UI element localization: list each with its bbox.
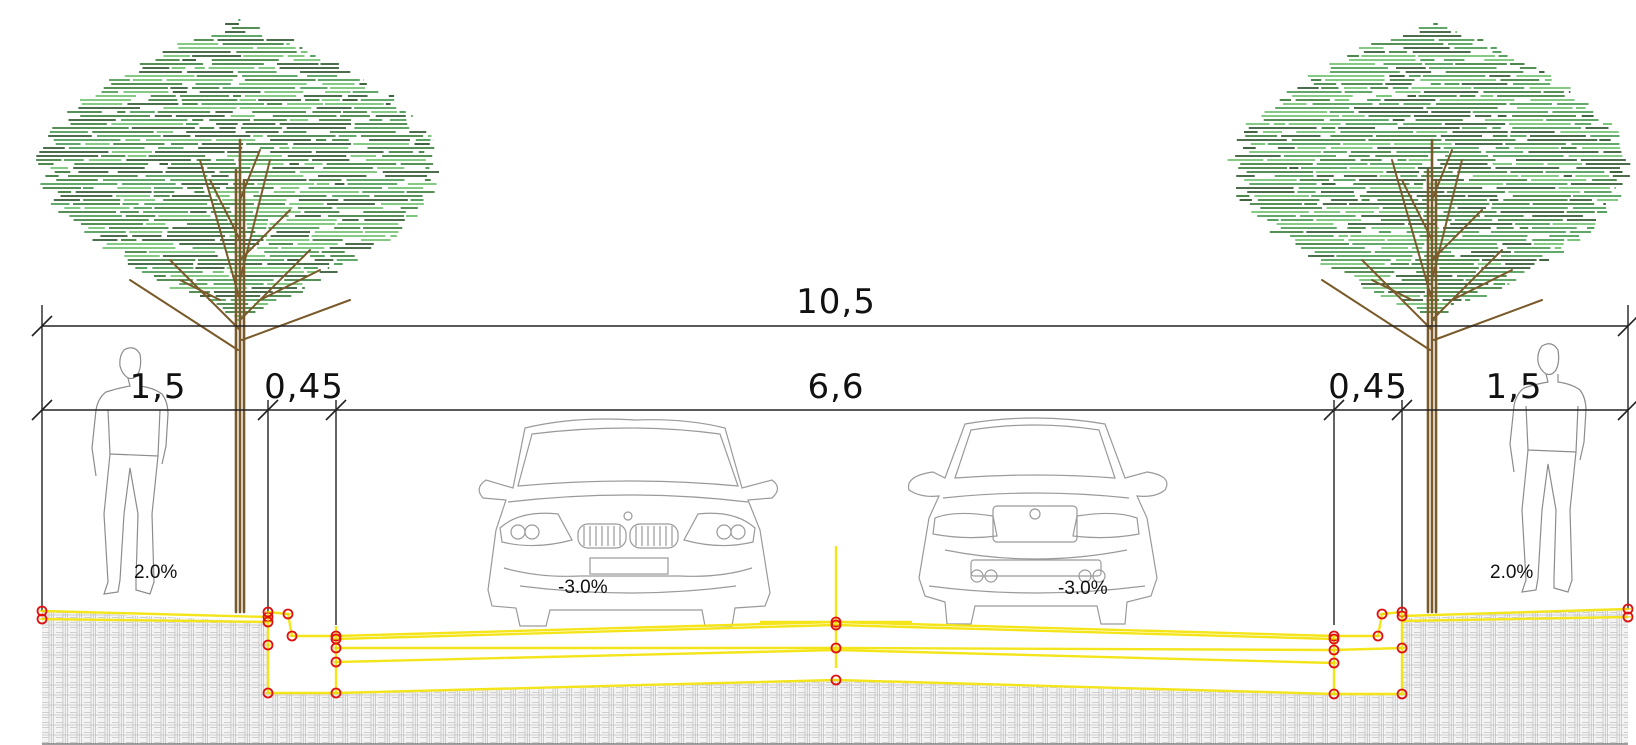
vertex-marker: [330, 656, 342, 668]
dimension-tick: [1323, 399, 1345, 421]
branch-stroke: [169, 259, 241, 331]
left-curb-width-label: 0,45: [264, 367, 344, 407]
branch-stroke: [1431, 209, 1483, 261]
right-sidewalk-slope-label: 2.0%: [1490, 562, 1533, 583]
dimension-tick: [325, 399, 347, 421]
vertex-marker: [1396, 610, 1408, 622]
ground-hatch: [42, 609, 1628, 744]
dimension-tick: [257, 399, 279, 421]
overall-width-label: 10,5: [796, 282, 876, 322]
branch-stroke: [1391, 159, 1433, 301]
car-rear-icon: [907, 417, 1168, 625]
vertex-marker: [1622, 611, 1634, 623]
branch-stroke: [199, 159, 241, 301]
vertex-marker: [1328, 657, 1340, 669]
vertex-marker: [286, 630, 298, 642]
right-curb-width-label: 0,45: [1328, 367, 1408, 407]
branch-stroke: [239, 149, 261, 201]
vertex-marker: [262, 606, 274, 618]
branch-stroke: [1361, 259, 1433, 331]
right-sidewalk-surface: [1401, 607, 1629, 618]
left-sidewalk-slope-label: 2.0%: [134, 562, 177, 583]
vertex-marker: [330, 630, 342, 642]
dimension-tick: [31, 315, 53, 337]
vertex-marker: [830, 642, 842, 654]
dimension-tick: [31, 399, 53, 421]
branch-stroke: [241, 299, 351, 341]
vertex-marker: [1396, 642, 1408, 654]
right-curb-outline: [1334, 610, 1403, 638]
vertex-marker: [262, 639, 274, 651]
left-lane-slope-label: -3.0%: [558, 577, 608, 598]
vertex-marker: [1372, 630, 1384, 642]
dimension-tick: [1617, 316, 1636, 337]
left-sidewalk-width-label: 1,5: [129, 367, 186, 407]
vertex-marker: [330, 642, 342, 654]
person-icon: [91, 347, 169, 595]
vertex-marker: [1328, 644, 1340, 656]
left-curb-body: [266, 612, 338, 695]
vertex-marker: [830, 616, 842, 628]
branch-stroke: [129, 279, 239, 351]
vertex-marker: [830, 674, 842, 686]
dimension-tick: [1391, 399, 1413, 421]
left-sidewalk-surface: [41, 609, 269, 619]
branch-stroke: [1431, 149, 1453, 201]
branch-stroke: [1433, 299, 1543, 341]
vertex-markers: [36, 603, 1634, 700]
branch-stroke: [1371, 279, 1413, 301]
branch-stroke: [239, 159, 271, 281]
dimension-lines: [31, 305, 1636, 625]
ground-layer: [42, 609, 1628, 745]
vertex-marker: [262, 687, 274, 699]
branch-stroke: [1451, 269, 1513, 301]
branch-stroke: [1321, 279, 1431, 351]
dimension-tick: [1617, 400, 1636, 421]
right-curb-step: [1333, 646, 1403, 652]
vertex-marker: [1396, 688, 1408, 700]
vertex-marker: [1328, 633, 1340, 645]
left-curb-outline: [267, 610, 338, 638]
branch-stroke: [1431, 159, 1463, 281]
car-front-icon: [478, 418, 779, 627]
left-sidewalk-base: [41, 617, 269, 624]
person-icon: [1509, 343, 1587, 593]
right-curb-body: [1332, 612, 1404, 696]
vertex-marker: [262, 616, 274, 628]
branch-stroke: [239, 209, 291, 261]
branch-stroke: [209, 179, 241, 241]
vertex-marker: [1622, 603, 1634, 615]
vertex-marker: [330, 687, 342, 699]
vertex-marker: [36, 613, 48, 625]
tree-icon: [36, 19, 439, 614]
vertex-marker: [36, 605, 48, 617]
branch-stroke: [179, 279, 221, 301]
vertex-marker: [282, 608, 294, 620]
branch-stroke: [239, 249, 311, 321]
branch-stroke: [1431, 249, 1503, 321]
tree-icon: [1227, 23, 1631, 614]
vertex-marker: [830, 619, 842, 631]
vertex-marker: [1328, 630, 1340, 642]
right-sidewalk-base: [1401, 615, 1629, 623]
right-sidewalk-width-label: 1,5: [1485, 367, 1542, 407]
carriageway-width-label: 6,6: [807, 367, 864, 407]
branch-stroke: [259, 269, 321, 301]
vertex-marker: [1328, 688, 1340, 700]
branch-stroke: [1401, 179, 1433, 241]
vertex-marker: [1376, 608, 1388, 620]
right-lane-slope-label: -3.0%: [1058, 578, 1108, 599]
